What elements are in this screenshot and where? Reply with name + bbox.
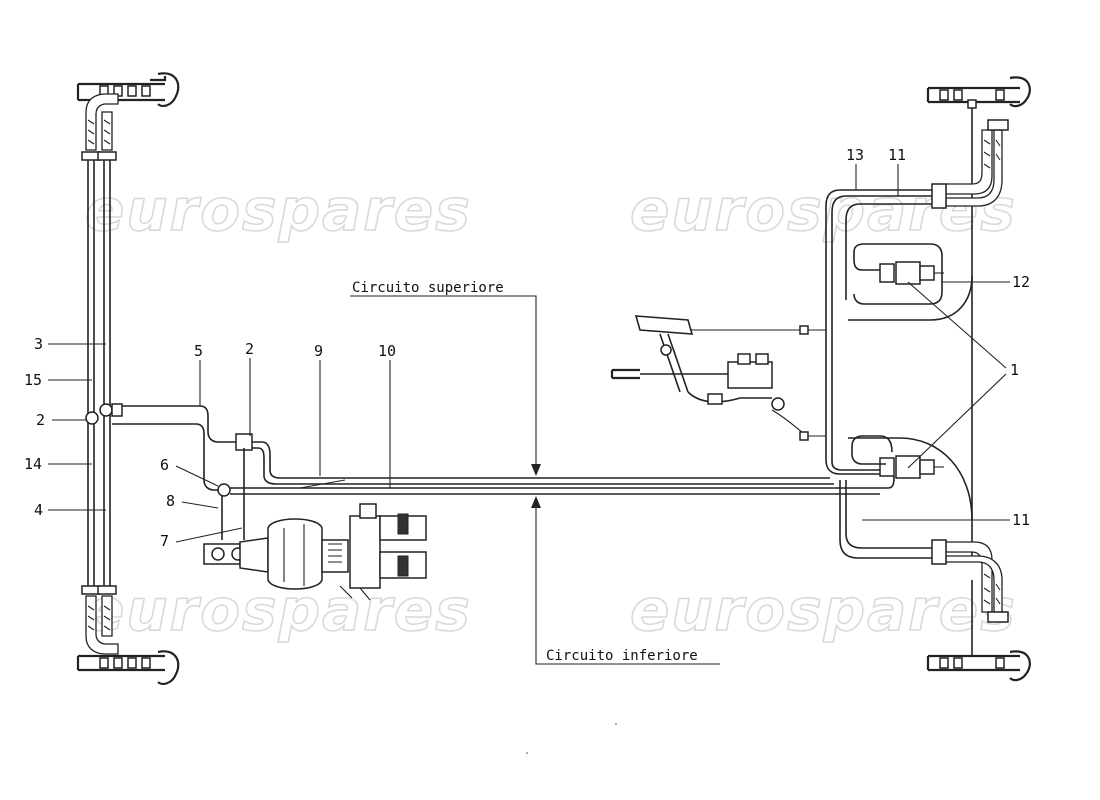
master-cylinder [203,503,427,601]
front-top-wheel-assembly [76,72,180,161]
label-4: 4 [34,501,43,519]
label-5: 5 [194,342,203,360]
label-9: 9 [314,342,323,360]
rear-bottom-wheel-assembly [926,539,1031,682]
watermark-top-left: eurospares [85,176,472,244]
caption-lower-circuit: Circuito inferiore [546,648,698,664]
front-axle-left [76,72,180,685]
label-11-top: 11 [888,146,906,164]
label-12: 12 [1012,273,1030,291]
pedal-assembly [610,315,826,441]
label-8: 8 [166,492,175,510]
label-7: 7 [160,532,169,550]
watermark-bottom-right: eurospares [630,576,1017,644]
circuit-arrows [350,295,720,665]
label-3: 3 [34,335,43,353]
label-6: 6 [160,456,169,474]
leader-lines [48,164,1010,543]
label-13: 13 [846,146,864,164]
label-15: 15 [24,371,42,389]
label-1: 1 [1010,361,1019,379]
tee-fitting-left-upper [99,403,113,417]
brake-lines [112,405,880,540]
part-labels: 3 15 2 14 4 5 2 9 10 6 8 7 13 11 12 1 11 [24,146,1030,550]
label-10: 10 [378,342,396,360]
tee-fitting-left [85,411,99,425]
label-2-left: 2 [36,411,45,429]
wheel-cylinder-upper [879,261,944,285]
wheel-cylinder-lower [879,455,944,479]
rear-axle-right [825,76,1031,682]
watermark-group: eurospares eurospares eurospares eurospa… [84,175,1017,645]
label-2-mid: 2 [245,340,254,358]
front-bottom-wheel-assembly [76,585,180,685]
rear-top-wheel-assembly [926,76,1031,560]
label-11-bottom: 11 [1012,511,1030,529]
label-14: 14 [24,455,42,473]
caption-upper-circuit: Circuito superiore [352,280,504,296]
